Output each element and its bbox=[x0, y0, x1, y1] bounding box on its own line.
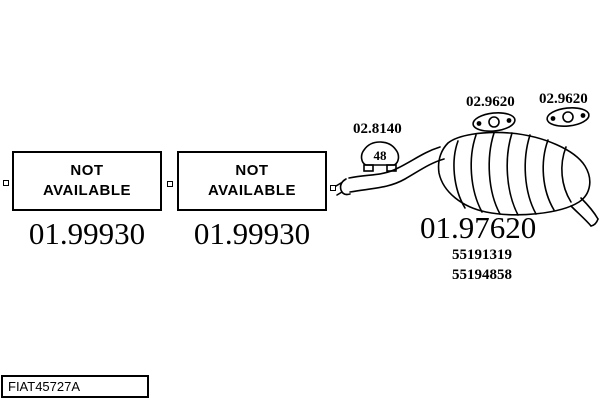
part-box-not-available-1: NOT AVAILABLE bbox=[12, 151, 162, 211]
muffler-drawing bbox=[335, 131, 599, 227]
gasket-code-label-1: 02.9620 bbox=[466, 94, 515, 110]
part-number-1[interactable]: 01.99930 bbox=[28, 216, 146, 251]
gasket-code-label-2: 02.9620 bbox=[539, 91, 588, 107]
catalog-code-box: FIAT45727A bbox=[1, 375, 149, 398]
clamp-icon: 48 bbox=[360, 141, 400, 172]
gasket-icon bbox=[546, 106, 590, 128]
connector-mark bbox=[167, 181, 173, 187]
ref-number-2: 55194858 bbox=[452, 267, 512, 283]
ref-number-1: 55191319 bbox=[452, 247, 512, 263]
connector-mark bbox=[3, 180, 9, 186]
clamp-diameter-label: 48 bbox=[374, 148, 388, 163]
gasket-icon bbox=[472, 111, 516, 133]
not-available-label: NOT bbox=[70, 161, 104, 179]
not-available-label: AVAILABLE bbox=[42, 182, 132, 199]
not-available-label: NOT bbox=[235, 161, 269, 179]
part-number-muffler[interactable]: 01.97620 bbox=[420, 210, 537, 245]
clamp-code-label: 02.8140 bbox=[353, 121, 402, 137]
part-box-not-available-2: NOT AVAILABLE bbox=[177, 151, 327, 211]
not-available-label: AVAILABLE bbox=[207, 182, 297, 199]
catalog-code: FIAT45727A bbox=[8, 379, 81, 394]
connector-mark bbox=[330, 185, 336, 191]
part-number-2[interactable]: 01.99930 bbox=[193, 216, 311, 251]
